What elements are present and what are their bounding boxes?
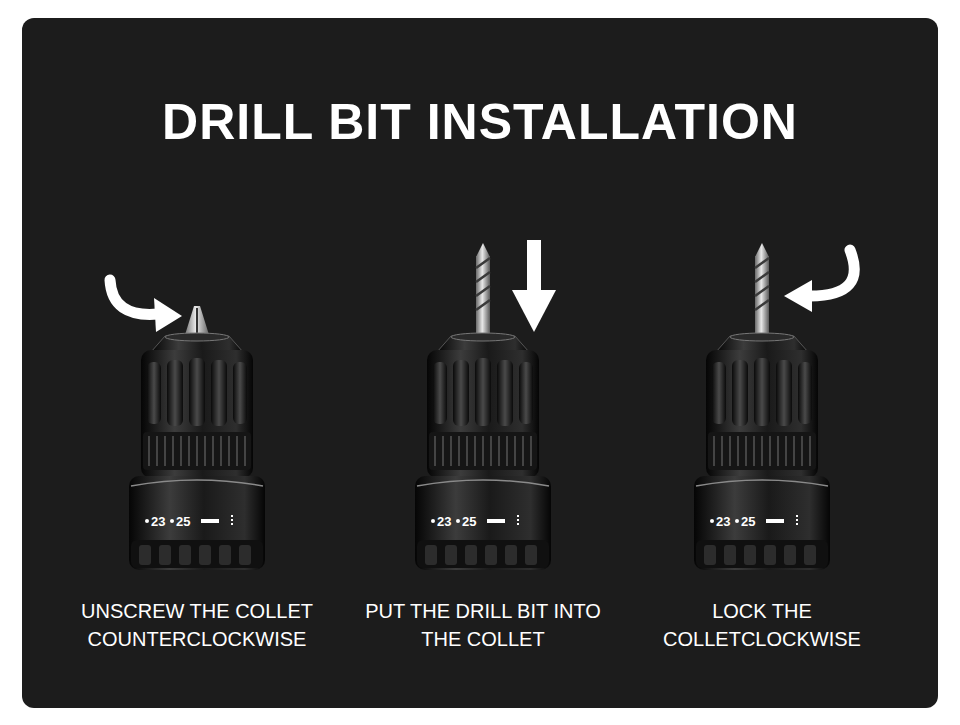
chuck [694,243,830,570]
dial-number: 23 [716,514,730,529]
title: DRILL BIT INSTALLATION [162,93,798,151]
step-caption: LOCK THE COLLETCLOCKWISE [627,597,897,653]
dial-number: 25 [741,514,755,529]
panel [22,18,938,708]
dial-number: 23 [437,514,451,529]
dial-number: 25 [176,514,190,529]
insert-arrow [512,240,556,332]
dial-number: 25 [462,514,476,529]
dial-number: 23 [151,514,165,529]
rotate-arrow [784,250,854,312]
step-caption: PUT THE DRILL BIT INTO THE COLLET [348,597,618,653]
chuck [129,306,265,570]
rotate-arrow [110,280,182,332]
step-caption: UNSCREW THE COLLET COUNTERCLOCKWISE [62,597,332,653]
